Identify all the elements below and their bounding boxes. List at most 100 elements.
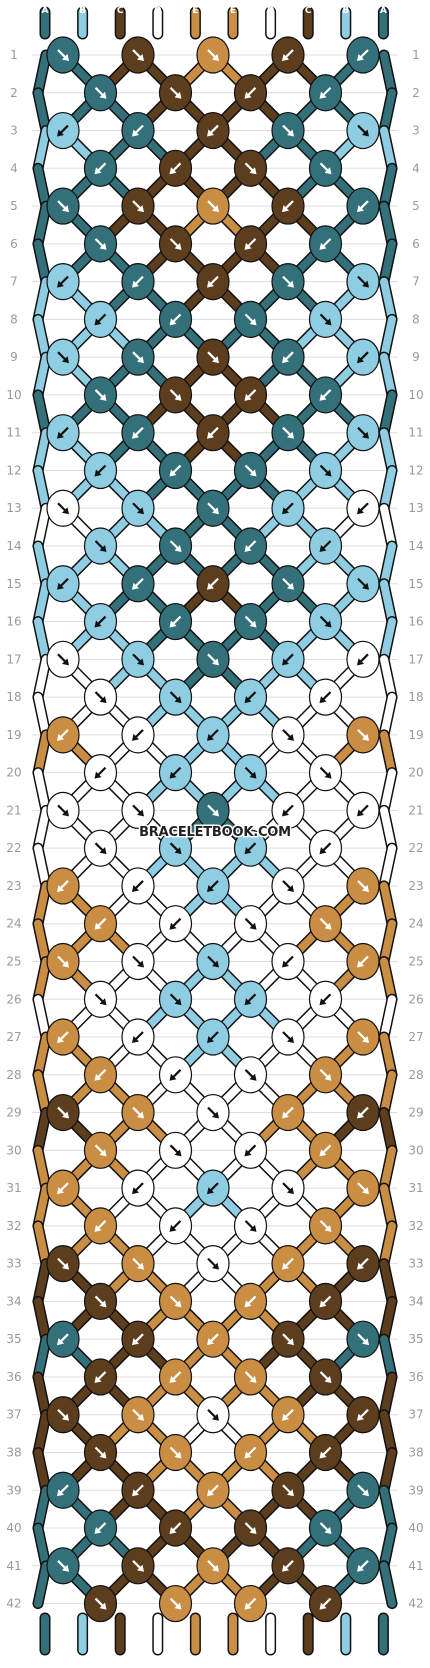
row-number-right: 5 <box>412 199 420 213</box>
strand-label: A <box>42 1656 49 1666</box>
knot <box>233 754 268 792</box>
knot-arrow-icon <box>94 1522 107 1535</box>
arrow-head <box>357 1111 364 1119</box>
knot-arrow-icon <box>57 1408 69 1421</box>
thread-segment <box>380 239 396 286</box>
arrow-head <box>174 91 182 99</box>
row-number-left: 30 <box>6 1143 21 1157</box>
knot-arrow-icon <box>244 691 257 704</box>
knot-arrow-icon <box>132 880 144 892</box>
knot <box>46 187 80 225</box>
knot-arrow-icon <box>319 842 332 855</box>
arrow-head <box>319 1149 327 1157</box>
row-number-left: 25 <box>6 954 21 968</box>
knot <box>83 300 118 338</box>
thread-segment <box>34 617 50 664</box>
row-number-right: 28 <box>408 1068 423 1082</box>
row-number-right: 13 <box>408 501 423 515</box>
knot <box>196 791 230 830</box>
knot-arrow-icon <box>244 1371 257 1383</box>
knot-arrow-icon <box>94 1069 107 1081</box>
row-number-right: 11 <box>408 426 423 440</box>
arrow-head <box>249 620 257 628</box>
row-number-left: 28 <box>6 1068 21 1082</box>
arrow-head <box>319 242 327 250</box>
thread-segment <box>34 730 50 777</box>
arrow-head <box>282 356 289 364</box>
knot-arrow-icon <box>357 124 369 137</box>
thread-segment <box>34 1184 50 1230</box>
arrow-head <box>174 1451 182 1459</box>
row-number-right: 19 <box>408 728 423 742</box>
arrow-head <box>249 1527 257 1535</box>
knot <box>158 754 193 792</box>
knot <box>83 829 118 867</box>
arrow-head <box>362 1036 369 1044</box>
knot <box>308 376 343 414</box>
thread-segment <box>380 1146 396 1193</box>
knot <box>121 263 155 301</box>
knot <box>346 1018 380 1056</box>
knot-arrow-icon <box>132 1106 144 1119</box>
knot-arrow-icon <box>169 238 182 250</box>
thread-segment <box>34 1221 50 1268</box>
knot <box>271 640 305 678</box>
arrow-head <box>174 1602 182 1610</box>
arrow-head <box>94 469 102 477</box>
arrow-head <box>324 1375 332 1383</box>
knot <box>233 1207 268 1245</box>
knot <box>233 300 268 338</box>
knot <box>196 263 230 301</box>
strand-label: C <box>117 1656 124 1666</box>
arrow-head <box>324 771 332 779</box>
knot <box>308 905 343 943</box>
row-number-left: 24 <box>6 917 21 931</box>
arrow-head <box>99 242 107 250</box>
knot-arrow-icon <box>57 1182 69 1195</box>
row-number-right: 24 <box>408 917 423 931</box>
knot <box>271 338 305 376</box>
knot <box>196 1093 230 1132</box>
thread-segment <box>34 768 50 815</box>
row-number-right: 2 <box>412 86 420 100</box>
arrow-head <box>169 620 177 628</box>
arrow-head <box>319 91 327 99</box>
arrow-head <box>169 1527 177 1535</box>
knot-arrow-icon <box>244 917 257 930</box>
arrow-head <box>282 1111 289 1119</box>
knot-arrow-icon <box>357 1182 369 1195</box>
arrow-head <box>212 205 219 213</box>
knot <box>233 678 268 716</box>
thread-segment <box>380 1108 396 1155</box>
knot-arrow-icon <box>244 1597 257 1610</box>
arrow-head <box>324 1073 332 1081</box>
thread-segment <box>34 202 50 248</box>
arrow-head <box>62 507 69 515</box>
row-number-left: 1 <box>10 48 18 62</box>
arrow-head <box>282 960 289 968</box>
arrow-head <box>94 1375 102 1383</box>
thread-segment <box>380 1259 396 1306</box>
arrow-head <box>244 696 252 704</box>
knot-arrow-icon <box>357 880 369 892</box>
thread-segment <box>380 315 396 362</box>
arrow-head <box>362 733 369 741</box>
knot <box>308 1207 343 1245</box>
knot-arrow-icon <box>132 124 144 137</box>
row-number-right: 21 <box>408 803 423 817</box>
arrow-head <box>244 847 252 855</box>
knot <box>83 1509 118 1547</box>
knot <box>233 376 268 414</box>
thread-segment <box>380 390 396 437</box>
knot <box>271 187 305 225</box>
thread-segment <box>380 88 396 135</box>
knot-arrow-icon <box>57 200 69 213</box>
knot-arrow-icon <box>357 49 369 61</box>
arrow-head <box>132 1338 139 1346</box>
arrow-head <box>57 1489 64 1497</box>
row-number-left: 13 <box>6 501 21 515</box>
row-number-right: 18 <box>408 690 423 704</box>
arrow-head <box>324 922 332 930</box>
knot-arrow-icon <box>319 464 332 477</box>
knot-arrow-icon <box>357 1484 369 1497</box>
